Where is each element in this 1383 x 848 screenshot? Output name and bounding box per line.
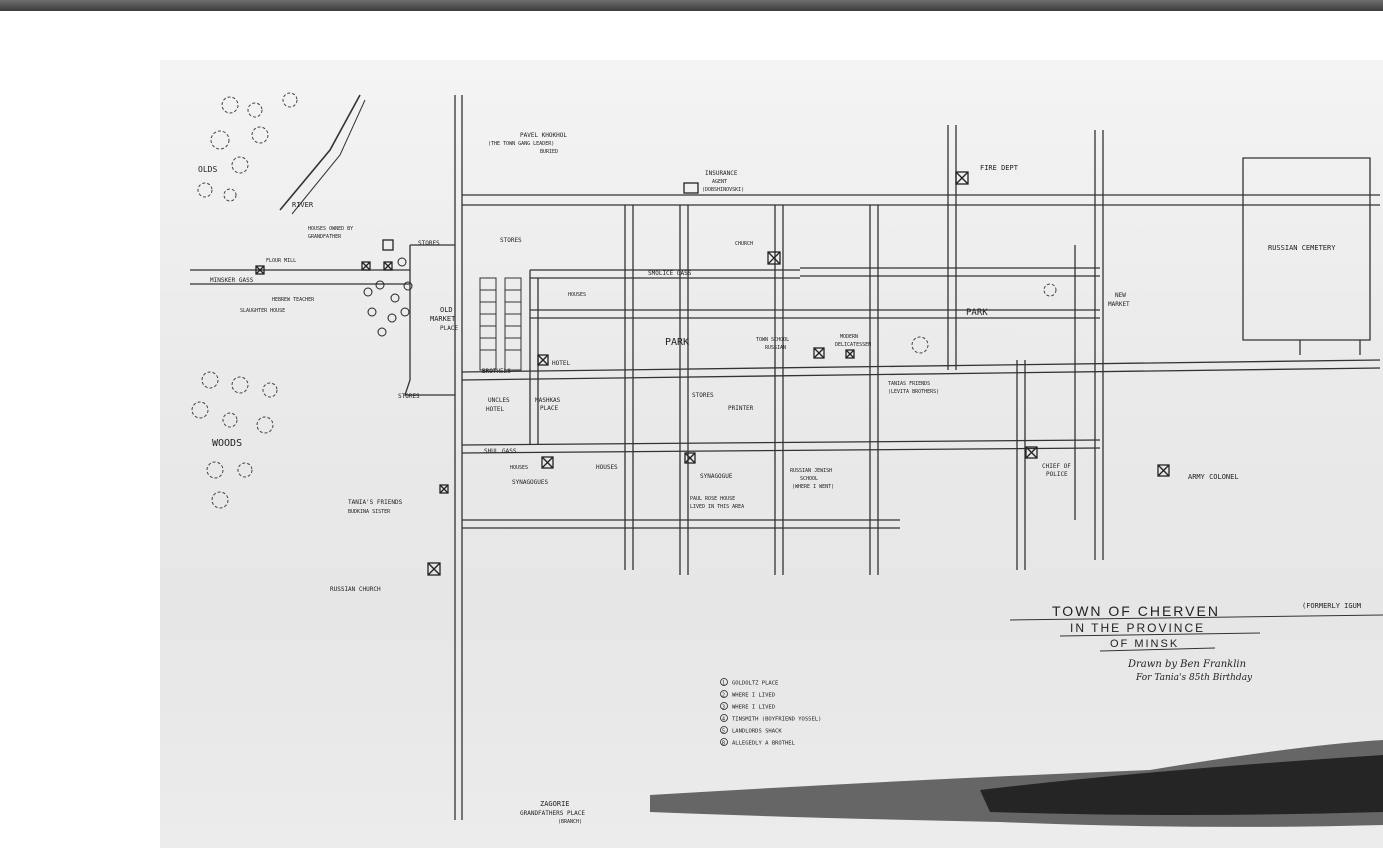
map-title-block: TOWN OF CHERVEN (FORMERLY IGUM IN THE PR… <box>1009 602 1383 683</box>
map-subtitle-1: IN THE PROVINCE <box>1070 621 1205 635</box>
legend-item: 4 TINSMITH (BOYFRIEND YOSSEL) <box>720 714 821 723</box>
label-park-1: PARK <box>665 337 689 348</box>
label-woods: WOODS <box>212 438 242 449</box>
map-legend: 1 GOLDOLTZ PLACE 2 WHERE I LIVED 3 WHERE… <box>720 678 821 747</box>
label-printer: PRINTER <box>728 405 754 412</box>
map-labels: PAVEL KHOKHOL (THE TOWN GANG LEADER) BUR… <box>198 132 1336 825</box>
label-agent: AGENT <box>712 179 727 185</box>
label-houses-b: HOUSES <box>510 465 528 471</box>
legend-num: 3 <box>722 705 725 711</box>
label-school: SCHOOL <box>800 476 818 482</box>
label-stores-4: STORES <box>692 392 714 399</box>
label-chief-police-2: POLICE <box>1046 471 1068 478</box>
scanned-page-background <box>160 60 1383 848</box>
label-pavel-3: BURIED <box>540 149 558 155</box>
label-synagogue: SYNAGOGUE <box>700 473 733 480</box>
label-russian-church: RUSSIAN CHURCH <box>330 586 381 593</box>
label-minsker-gass: MINSKER GASS <box>210 277 254 284</box>
streets <box>190 94 1381 820</box>
label-fire-dept: FIRE DEPT <box>980 164 1019 172</box>
label-brothels: BROTHELS <box>482 368 511 375</box>
label-where-went: (WHERE I WENT) <box>792 484 834 490</box>
label-levitas: (LEVITA BROTHERS) <box>888 389 939 395</box>
label-delicatessen: DELICATESSEN <box>835 342 871 348</box>
legend-item: 3 WHERE I LIVED <box>720 702 775 711</box>
label-olds: OLDS <box>198 165 217 174</box>
map-credit-1: Drawn by Ben Franklin <box>1127 659 1246 670</box>
legend-num: B <box>722 741 725 747</box>
label-dobsh: (DOBSHINOVSKI) <box>702 187 744 193</box>
label-modern: MODERN <box>840 334 858 340</box>
legend-item: 1 GOLDOLTZ PLACE <box>720 678 778 687</box>
label-russian-1: RUSSIAN <box>765 345 786 351</box>
legend-text: TINSMITH (BOYFRIEND YOSSEL) <box>732 717 821 723</box>
label-grandfathers-place: GRANDFATHERS PLACE <box>520 810 585 817</box>
label-tanias-friends-1: TANIAS FRIENDS <box>888 381 930 387</box>
label-hotel-2: HOTEL <box>486 406 504 413</box>
legend-num: 5 <box>722 729 725 735</box>
label-new-market: NEW <box>1115 292 1126 299</box>
window-top-bar <box>0 0 1383 11</box>
ink-smudge <box>650 740 1383 827</box>
legend-text: GOLDOLTZ PLACE <box>732 681 778 687</box>
legend-item: 2 WHERE I LIVED <box>720 690 775 699</box>
label-slaughter-house: SLAUGHTER HOUSE <box>240 308 285 314</box>
label-uncles: UNCLES <box>488 397 510 404</box>
legend-num: 1 <box>722 681 725 687</box>
building-markers <box>255 171 1170 576</box>
label-stores-2: STORES <box>500 237 522 244</box>
label-houses-c: HOUSES <box>596 464 618 471</box>
label-stores-1: STORES <box>418 240 440 247</box>
label-flour-mill: FLOUR MILL <box>266 258 296 264</box>
label-grandfathers-place-2: (BRANCH) <box>558 819 582 825</box>
label-chief-police: CHIEF OF <box>1042 463 1071 470</box>
label-insurance: INSURANCE <box>705 170 738 177</box>
legend-item: B ALLEGEDLY A BROTHEL <box>720 738 796 747</box>
label-russian-cemetery: RUSSIAN CEMETERY <box>1268 244 1336 252</box>
legend-item: 5 LANDLORDS SHACK <box>720 726 782 735</box>
label-place: PLACE <box>440 325 458 332</box>
label-town-school: TOWN SCHOOL <box>756 337 789 343</box>
label-hebrew-teacher: HEBREW TEACHER <box>272 297 315 303</box>
label-paul-rose: PAUL ROSE HOUSE <box>690 496 735 502</box>
legend-text: WHERE I LIVED <box>732 705 775 711</box>
label-stores-3: STORES <box>398 393 420 400</box>
legend-num: 4 <box>722 717 725 723</box>
map-title-note: (FORMERLY IGUM <box>1302 602 1361 610</box>
label-budkina: BUDKINA SISTER <box>348 509 391 515</box>
label-shul-gass: SHUL GASS <box>484 448 517 455</box>
label-army-colonel: ARMY COLONEL <box>1188 473 1239 481</box>
label-lived-area: LIVED IN THIS AREA <box>690 504 744 510</box>
label-tanias-friends-2: TANIA'S FRIENDS <box>348 499 403 506</box>
label-river: RIVER <box>292 201 314 209</box>
label-hotel: HOTEL <box>552 360 570 367</box>
label-russian-jewish: RUSSIAN JEWISH <box>790 468 832 474</box>
label-smolice-gass: SMOLICE GASS <box>648 270 692 277</box>
label-old-market: OLD <box>440 306 453 314</box>
map-title: TOWN OF CHERVEN <box>1052 603 1220 619</box>
tree-clusters <box>191 92 1057 509</box>
brothels-grid <box>479 277 522 371</box>
legend-text: LANDLORDS SHACK <box>732 729 782 735</box>
label-market: MARKET <box>430 315 456 323</box>
numbered-house-circles <box>363 257 413 337</box>
label-mashkas: MASHKAS <box>535 397 561 404</box>
label-new-market-2: MARKET <box>1108 301 1130 308</box>
label-pavel: PAVEL KHOKHOL <box>520 132 567 139</box>
label-grandfather: GRANDFATHER <box>308 234 342 240</box>
map-credit-2: For Tania's 85th Birthday <box>1135 673 1253 683</box>
label-park-2: PARK <box>966 308 988 318</box>
label-houses-owned: HOUSES OWNED BY <box>308 226 353 232</box>
legend-text: ALLEGEDLY A BROTHEL <box>732 741 796 747</box>
legend-text: WHERE I LIVED <box>732 693 775 699</box>
label-synagogues: SYNAGOGUES <box>512 479 549 486</box>
map-subtitle-2: OF MINSK <box>1110 638 1179 650</box>
label-church: CHURCH <box>735 241 753 247</box>
legend-num: 2 <box>722 693 725 699</box>
label-zagorie: ZAGORIE <box>540 800 570 808</box>
label-place-2: PLACE <box>540 405 558 412</box>
label-houses-a: HOUSES <box>568 292 586 298</box>
label-pavel-2: (THE TOWN GANG LEADER) <box>488 141 554 147</box>
